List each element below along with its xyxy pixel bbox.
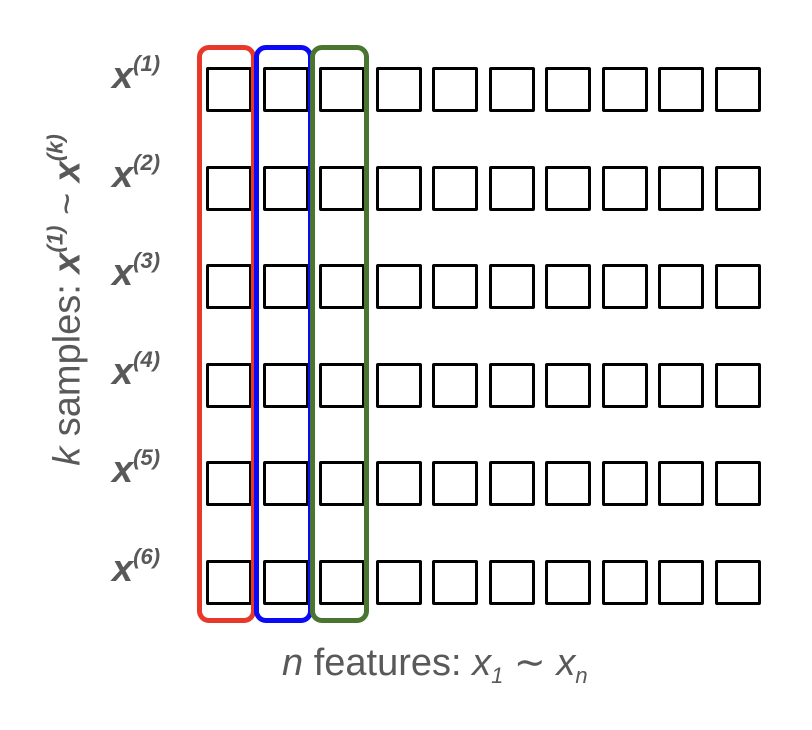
feature-cell <box>601 560 648 605</box>
feature-cell <box>375 67 422 112</box>
feature-cell <box>714 264 761 310</box>
row-label: x(2) <box>112 151 160 196</box>
feature-cell <box>375 560 422 605</box>
row-index: (5) <box>133 445 161 471</box>
feature-cell <box>206 560 252 605</box>
tilde: ∼ <box>503 642 557 684</box>
feature-cell <box>319 165 365 211</box>
row-label: x(6) <box>112 546 160 590</box>
feature-cell <box>206 165 252 211</box>
end-sub: n <box>575 663 588 688</box>
feature-cell <box>601 67 648 112</box>
feature-cell <box>488 67 535 112</box>
feature-cell <box>375 362 422 408</box>
feature-cell <box>262 264 309 310</box>
row-var: x <box>112 252 134 295</box>
feature-cell <box>658 264 704 310</box>
x-axis-label: n features: x1 ∼ xn <box>282 640 588 688</box>
column-highlight <box>310 45 369 623</box>
feature-cell <box>658 67 704 112</box>
feature-cell <box>601 264 648 310</box>
feature-cell <box>658 560 704 605</box>
row-var: x <box>112 449 134 492</box>
row-var: x <box>112 55 134 97</box>
features-text: features: <box>303 642 473 684</box>
feature-cell <box>714 560 761 605</box>
feature-cell <box>262 67 309 112</box>
feature-cell <box>714 362 761 408</box>
feature-cell <box>658 461 704 507</box>
feature-cell <box>658 165 704 211</box>
feature-cell <box>206 362 252 408</box>
feature-cell <box>206 264 252 310</box>
feature-cell <box>262 461 309 507</box>
feature-cell <box>319 264 365 310</box>
feature-cell <box>375 264 422 310</box>
feature-cell <box>375 165 422 211</box>
row-index: (1) <box>133 51 161 76</box>
start-var: x <box>472 642 492 684</box>
row-var: x <box>112 153 134 196</box>
row-label: x(3) <box>112 250 160 295</box>
feature-cell <box>545 264 591 310</box>
row-index: (6) <box>133 544 161 569</box>
feature-cell <box>432 560 478 605</box>
feature-cell <box>432 461 478 507</box>
row-index: (4) <box>133 346 161 372</box>
feature-cell <box>319 461 365 507</box>
feature-cell <box>262 165 309 211</box>
feature-cell <box>488 264 535 310</box>
feature-cell <box>375 461 422 507</box>
end-var: x <box>46 161 89 183</box>
feature-cell <box>432 264 478 310</box>
start-index: (1) <box>42 225 68 253</box>
feature-cell <box>601 165 648 211</box>
feature-cell <box>262 362 309 408</box>
row-label: x(5) <box>112 447 160 492</box>
row-var: x <box>112 548 134 590</box>
feature-cell <box>432 165 478 211</box>
feature-cell <box>319 67 365 112</box>
tilde: ~ <box>46 182 89 226</box>
feature-cell <box>545 362 591 408</box>
samples-text: samples: <box>46 273 89 447</box>
feature-cell <box>488 560 535 605</box>
feature-cell <box>545 560 591 605</box>
row-var: x <box>112 350 134 393</box>
start-var: x <box>46 252 89 274</box>
feature-cell <box>488 362 535 408</box>
column-highlight <box>197 45 256 623</box>
feature-cell <box>432 67 478 112</box>
row-index: (3) <box>133 248 161 274</box>
n-symbol: n <box>282 642 304 684</box>
feature-cell <box>545 461 591 507</box>
feature-cell <box>488 165 535 211</box>
feature-cell <box>714 461 761 507</box>
feature-cell <box>432 362 478 408</box>
feature-cell <box>206 67 252 112</box>
column-highlight <box>253 45 313 623</box>
y-axis-label: k samples: x(1) ~ x(k) <box>43 134 90 466</box>
end-index: (k) <box>42 134 68 162</box>
feature-cell <box>262 560 309 605</box>
end-var: x <box>556 642 576 684</box>
feature-cell <box>545 165 591 211</box>
feature-cell <box>658 362 704 408</box>
start-sub: 1 <box>491 663 504 688</box>
feature-cell <box>601 461 648 507</box>
feature-cell <box>488 461 535 507</box>
k-symbol: k <box>46 446 89 466</box>
row-index: (2) <box>133 149 161 175</box>
feature-cell <box>319 362 365 408</box>
row-label: x(1) <box>112 53 160 97</box>
feature-cell <box>714 165 761 211</box>
feature-cell <box>319 560 365 605</box>
feature-cell <box>601 362 648 408</box>
feature-cell <box>714 67 761 112</box>
feature-cell <box>545 67 591 112</box>
feature-cell <box>206 461 252 507</box>
row-label: x(4) <box>112 348 160 393</box>
